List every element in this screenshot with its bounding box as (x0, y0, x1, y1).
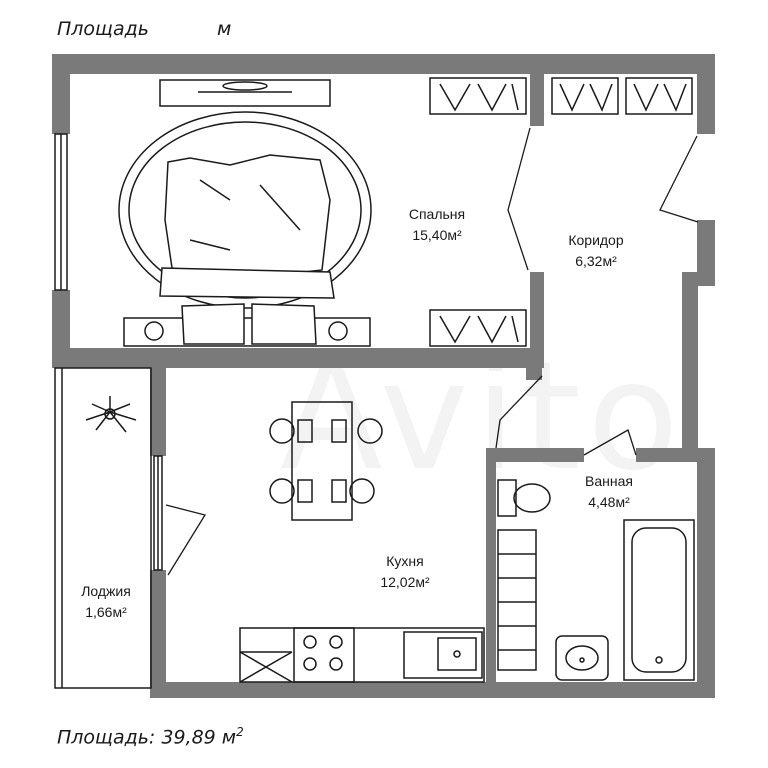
bed-frame-inner (128, 121, 362, 299)
header-title-unit: м (216, 18, 232, 40)
header-title-label: Площадь (57, 18, 149, 40)
chair-1 (269, 418, 295, 444)
bathtub (623, 519, 695, 681)
pillow-left (181, 303, 245, 345)
dishwasher-mark (239, 651, 293, 683)
footer-area-text: Площадь: 39,89 м (57, 726, 237, 749)
bathtub-drain (655, 656, 663, 664)
loggia-name: Лоджия (81, 583, 131, 599)
washbasin-drain (579, 657, 585, 663)
kitchen-furniture (85, 396, 485, 683)
washbasin-bowl (565, 645, 599, 671)
walls (52, 54, 715, 698)
wall-left-lower (52, 290, 70, 366)
plant-pot (104, 408, 116, 420)
kitchen-area: 12,02м² (380, 574, 430, 590)
footer-area: Площадь: 39,89 м2 (57, 725, 244, 748)
bathroom-name: Ванная (585, 473, 633, 489)
corridor-name: Коридор (568, 232, 624, 248)
bedroom-wardrobe-top (429, 77, 527, 115)
bathroom-door (583, 429, 637, 456)
burner-2 (329, 635, 343, 649)
wall-right-lower-b (697, 448, 715, 698)
header-title: Площадь м (57, 18, 231, 40)
chair-3 (269, 478, 295, 504)
air-conditioner (159, 79, 331, 107)
plant-icon (85, 396, 137, 433)
wall-bottom (150, 682, 715, 698)
chair-4 (349, 478, 375, 504)
wall-bath-top-left (488, 448, 584, 462)
kitchen-counter (239, 627, 485, 683)
burner-4 (329, 657, 343, 671)
bathtub-inner (631, 527, 687, 673)
burner-3 (303, 657, 317, 671)
entrance-door (659, 135, 699, 223)
stove (293, 627, 355, 683)
wall-bath-left (486, 448, 496, 698)
plate-2 (331, 419, 347, 443)
wall-bedroom-bottom (52, 348, 542, 368)
corridor-hangers-left (559, 83, 613, 112)
washbasin (555, 635, 609, 681)
wall-partition-bottom (530, 272, 544, 368)
bedroom-area: 15,40м² (412, 227, 462, 243)
bedroom-furniture (118, 77, 527, 347)
sink-basin (437, 637, 477, 671)
bed-headboard (123, 317, 371, 347)
wall-right-mid (697, 220, 715, 286)
bathroom-shelf (497, 529, 537, 671)
wall-left-upper (52, 54, 70, 134)
bedroom-wardrobe-bottom (429, 309, 527, 347)
lamp-right-icon (328, 321, 348, 341)
bed-frame-outer (118, 111, 372, 309)
window-frames (54, 133, 163, 689)
plate-4 (331, 479, 347, 503)
bedroom-name: Спальня (409, 206, 465, 222)
loggia-door (165, 504, 207, 576)
room-labels: Спальня 15,40м² Коридор 6,32м² Ванная 4,… (81, 206, 633, 620)
wall-right-top (697, 54, 715, 134)
wall-right-lower-a (682, 272, 698, 462)
burner-1 (303, 635, 317, 649)
ac-fan (222, 81, 268, 91)
kitchen-name: Кухня (386, 553, 423, 569)
loggia-outline (54, 367, 152, 689)
sink-drain (453, 650, 461, 658)
footer-area-superscript: 2 (236, 725, 244, 739)
wardrobe-hangers-top (439, 83, 519, 112)
wall-top (52, 54, 715, 74)
corridor-furniture (551, 77, 693, 115)
wall-kitchen-left-lower (150, 570, 166, 698)
sink-frame (403, 631, 483, 679)
doors (165, 127, 699, 576)
plate-1 (297, 419, 313, 443)
corridor-wardrobe-right (625, 77, 693, 115)
bedroom-door (507, 127, 531, 271)
wall-corridor-stub (526, 368, 542, 380)
dining-table (291, 401, 353, 521)
blanket-roll (159, 267, 335, 299)
wall-partition-top (530, 54, 544, 126)
corridor-area: 6,32м² (575, 253, 617, 269)
chair-2 (357, 418, 383, 444)
kitchen-door (495, 375, 543, 449)
bathroom-area: 4,48м² (588, 494, 630, 510)
loggia-area: 1,66м² (85, 604, 127, 620)
plate-3 (297, 479, 313, 503)
corridor-wardrobe-left (551, 77, 619, 115)
toilet-bowl (513, 483, 551, 513)
wall-kitchen-left-upper (150, 356, 166, 456)
wall-bath-top-right (636, 448, 715, 462)
wardrobe-hangers-bottom (439, 315, 519, 344)
blanket-folds (189, 179, 301, 251)
lamp-left-icon (144, 321, 164, 341)
pillow-right (251, 303, 317, 345)
bed-blanket (164, 154, 331, 279)
toilet-tank (497, 479, 517, 517)
bathroom-furniture (497, 479, 695, 681)
corridor-hangers-right (633, 83, 687, 112)
